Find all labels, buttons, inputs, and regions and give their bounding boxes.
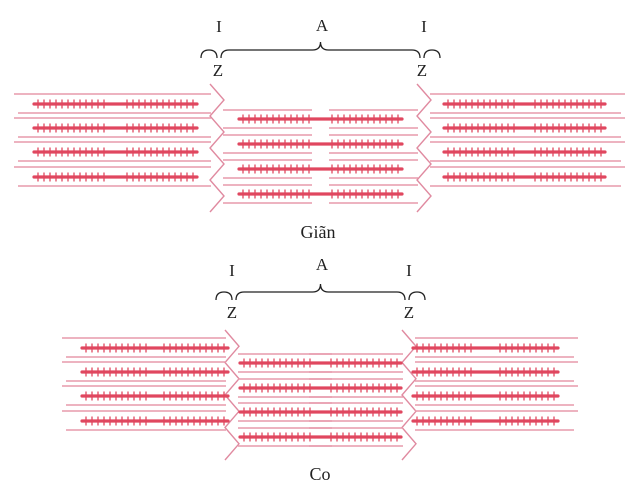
contracted-caption: Co	[309, 464, 330, 484]
relaxed-caption: Giãn	[301, 222, 336, 242]
i-band-bracket	[423, 49, 441, 59]
panel-contracted	[62, 283, 578, 461]
panel-relaxed	[14, 41, 625, 213]
relaxed-right-i-label: I	[421, 17, 427, 36]
relaxed-a-band-label: A	[316, 16, 329, 35]
contracted-a-band-label: A	[316, 255, 329, 274]
contracted-left-i-label: I	[229, 261, 235, 280]
z-line	[401, 329, 417, 461]
relaxed-right-z-label: Z	[417, 61, 427, 80]
contracted-left-z-label: Z	[227, 303, 237, 322]
a-band-bracket	[235, 283, 406, 301]
i-band-bracket	[200, 49, 218, 59]
relaxed-left-z-label: Z	[213, 61, 223, 80]
relaxed-left-i-label: I	[216, 17, 222, 36]
z-line	[416, 83, 432, 213]
a-band-bracket	[220, 41, 421, 59]
contracted-right-z-label: Z	[404, 303, 414, 322]
i-band-bracket	[215, 291, 233, 301]
i-band-bracket	[408, 291, 426, 301]
contracted-right-i-label: I	[406, 261, 412, 280]
z-line	[209, 83, 225, 213]
